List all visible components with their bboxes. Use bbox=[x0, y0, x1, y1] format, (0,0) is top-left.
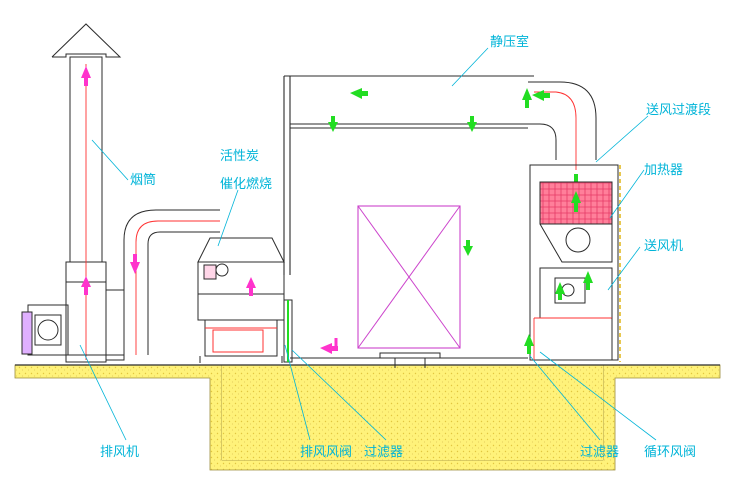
chimney bbox=[51, 23, 122, 363]
ground-pit bbox=[14, 364, 721, 471]
label-heater: 加热器 bbox=[644, 163, 683, 178]
label-activated-carbon: 活性炭 bbox=[220, 149, 259, 164]
label-booth: 静压室 bbox=[490, 34, 529, 50]
workpiece bbox=[357, 205, 461, 368]
label-supply-transition: 送风过渡段 bbox=[646, 102, 711, 118]
air-handling-unit bbox=[524, 164, 621, 362]
catalytic-combustion-unit bbox=[197, 237, 285, 363]
exhaust-fan bbox=[21, 289, 125, 361]
label-filter-left: 过滤器 bbox=[364, 445, 403, 460]
supply-duct bbox=[522, 81, 597, 194]
label-exhaust-damper: 排风风阀 bbox=[300, 445, 352, 460]
label-catalytic-combustion: 催化燃烧 bbox=[220, 176, 272, 192]
label-exhaust-fan: 排风机 bbox=[100, 445, 139, 460]
label-filter-right: 过滤器 bbox=[580, 445, 619, 460]
labels: 静压室 送风过渡段 烟筒 活性炭 催化燃烧 加热器 送风机 排风机 排风风阀 过… bbox=[100, 34, 711, 460]
label-chimney: 烟筒 bbox=[130, 172, 156, 188]
leader-lines bbox=[79, 47, 657, 441]
exhaust-duct bbox=[123, 209, 220, 355]
label-recirc-damper: 循环风阀 bbox=[644, 445, 696, 460]
booth bbox=[283, 75, 534, 359]
exhaust-damper bbox=[283, 299, 293, 363]
label-supply-fan: 送风机 bbox=[644, 239, 683, 254]
